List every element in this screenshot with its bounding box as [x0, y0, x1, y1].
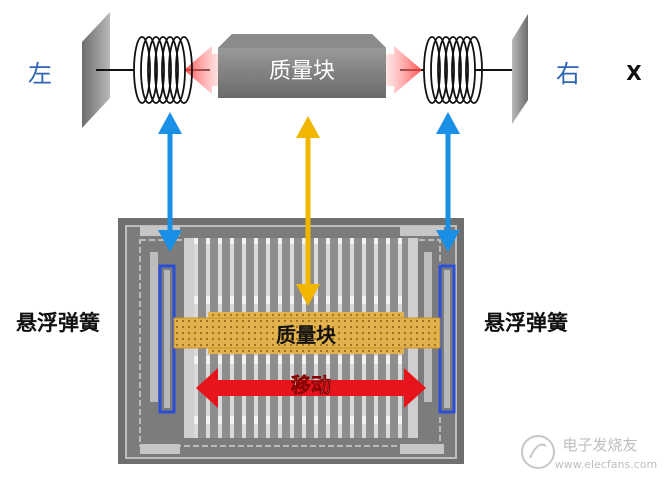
spring-coil-loop — [161, 36, 179, 104]
watermark-url: www.elecfans.com — [555, 458, 657, 471]
spring-coil-loop — [451, 36, 469, 104]
left-spring-coil — [133, 36, 193, 104]
right-spring-coil — [423, 36, 483, 104]
right-spring-label: 悬浮弹簧 — [484, 311, 568, 335]
left-direction-label: 左 — [28, 60, 52, 88]
spring-coil-loop — [147, 36, 165, 104]
right-blue-double-arrow — [436, 112, 460, 252]
proof-mass-bar: 质量块 — [173, 312, 441, 354]
spring-coil-loop — [437, 36, 455, 104]
mass-block-label: 质量块 — [269, 59, 335, 84]
left-spring-label: 悬浮弹簧 — [16, 311, 100, 335]
upper-comb-array — [194, 238, 408, 318]
spring-coil-loop — [154, 36, 172, 104]
mass-block: 质量块 — [218, 34, 386, 98]
device-photo: 质量块 移动 — [118, 218, 464, 464]
right-motion-arrow — [376, 46, 422, 94]
spring-coil-loop — [423, 36, 441, 104]
motion-double-arrow: 移动 — [196, 368, 426, 408]
spring-coil-loop — [444, 36, 462, 104]
x-axis-label: X — [626, 61, 642, 85]
watermark-brand: 电子发烧友 — [562, 436, 637, 454]
center-yellow-double-arrow — [296, 116, 320, 306]
spring-coil-loop — [140, 36, 158, 104]
right-wall — [512, 14, 528, 124]
spring-coil-loop — [168, 36, 186, 104]
spring-coil-loop — [133, 36, 151, 104]
spring-coil-loop — [465, 36, 483, 104]
right-direction-label: 右 — [556, 60, 580, 88]
spring-coil-loop — [175, 36, 193, 104]
watermark-logo-icon — [521, 435, 555, 469]
watermark: 电子发烧友 www.elecfans.com — [521, 435, 657, 471]
top-model: 质量块 左 右 X — [28, 12, 642, 128]
motion-label: 移动 — [291, 373, 331, 397]
left-blue-double-arrow — [158, 112, 182, 252]
spring-coil-loop — [458, 36, 476, 104]
spring-coil-loop — [430, 36, 448, 104]
proof-mass-label: 质量块 — [276, 323, 337, 347]
